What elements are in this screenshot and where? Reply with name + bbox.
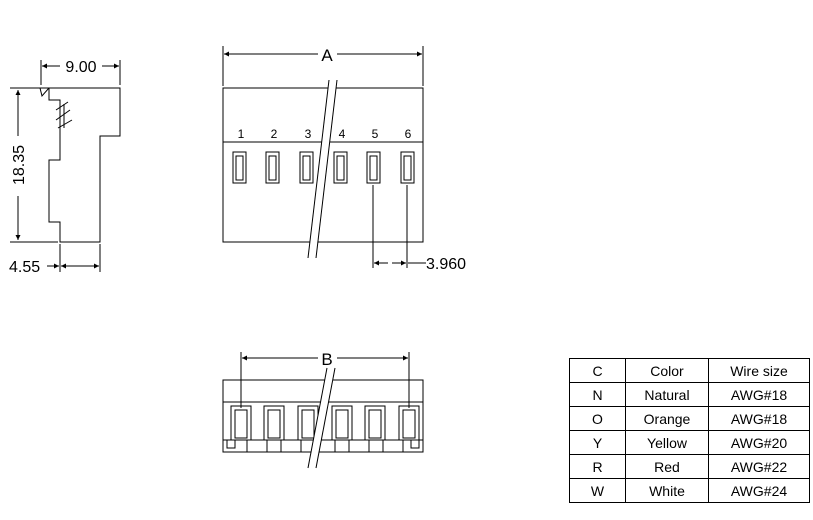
pin-slot <box>336 155 345 181</box>
pin-slot <box>400 151 415 184</box>
table-row: W White AWG#24 <box>569 478 810 503</box>
pin-slot <box>235 155 244 181</box>
table-cell: Y <box>569 430 626 455</box>
table-cell: N <box>569 382 626 407</box>
pin-number: 3 <box>305 127 312 141</box>
terminal-slot <box>230 405 252 441</box>
table-header-cell: Wire size <box>708 358 810 383</box>
dim-length-bottom <box>240 352 410 408</box>
dim-side-width-label: 9.00 <box>65 59 96 76</box>
dim-pitch <box>372 185 426 268</box>
table-header-row: C Color Wire size <box>569 358 810 383</box>
pin-slot <box>232 151 247 184</box>
table-cell: AWG#18 <box>708 382 810 407</box>
dim-side-height <box>10 87 58 243</box>
terminal-slot <box>398 405 420 441</box>
table-cell: White <box>625 478 709 503</box>
wire-color-table: C Color Wire size N Natural AWG#18 O Ora… <box>569 358 810 503</box>
dim-side-offset-label: 4.55 <box>9 259 40 276</box>
terminal-slot <box>267 409 281 439</box>
pin-slot <box>265 151 280 184</box>
front-pin-slots <box>232 151 415 184</box>
pin-slot <box>333 151 348 184</box>
terminal-slot <box>331 405 353 441</box>
pin-number: 1 <box>238 127 245 141</box>
pin-slot <box>366 151 381 184</box>
table-cell: R <box>569 454 626 479</box>
dim-length-top-label: A <box>321 46 333 65</box>
table-cell: AWG#18 <box>708 406 810 431</box>
table-cell: O <box>569 406 626 431</box>
dim-length-bottom-label: B <box>321 350 332 369</box>
pin-slot <box>369 155 378 181</box>
terminal-slot <box>364 405 386 441</box>
dim-pitch-label: 3.960 <box>426 256 466 273</box>
dim-side-offset <box>47 244 101 272</box>
terminal-slot <box>234 409 248 439</box>
pin-number: 6 <box>405 127 412 141</box>
front-break-symbol <box>307 79 338 259</box>
pin-slot <box>268 155 277 181</box>
table-cell: AWG#24 <box>708 478 810 503</box>
table-cell: AWG#22 <box>708 454 810 479</box>
front-view <box>222 87 424 243</box>
dim-side-width <box>40 60 121 85</box>
terminal-slot <box>335 409 349 439</box>
terminal-slot <box>263 405 285 441</box>
table-cell: W <box>569 478 626 503</box>
table-header-cell: C <box>569 358 626 383</box>
dim-side-height-label: 18.35 <box>11 145 28 185</box>
pin-number: 2 <box>271 127 278 141</box>
pin-number: 4 <box>339 127 346 141</box>
bottom-latch-feet <box>226 439 420 453</box>
table-cell: Orange <box>625 406 709 431</box>
polarization-mark <box>55 101 73 129</box>
table-cell: Red <box>625 454 709 479</box>
terminal-slot <box>368 409 382 439</box>
table-row: R Red AWG#22 <box>569 454 810 479</box>
pin-slot <box>299 151 314 184</box>
terminal-slot <box>402 409 416 439</box>
side-view-outline <box>48 87 121 243</box>
side-view-notch <box>39 87 51 98</box>
pin-numbers: 1 2 3 4 5 6 <box>238 127 412 141</box>
pin-slot <box>403 155 412 181</box>
table-cell: Yellow <box>625 430 709 455</box>
table-header-cell: Color <box>625 358 709 383</box>
table-row: O Orange AWG#18 <box>569 406 810 431</box>
table-cell: AWG#20 <box>708 430 810 455</box>
side-view <box>39 87 121 243</box>
table-row: N Natural AWG#18 <box>569 382 810 407</box>
table-row: Y Yellow AWG#20 <box>569 430 810 455</box>
pin-slot <box>302 155 311 181</box>
terminal-slot <box>301 409 315 439</box>
dim-length-top <box>222 46 424 86</box>
pin-number: 5 <box>372 127 379 141</box>
table-cell: Natural <box>625 382 709 407</box>
front-view-body <box>222 87 424 243</box>
bottom-break-symbol <box>307 367 336 469</box>
